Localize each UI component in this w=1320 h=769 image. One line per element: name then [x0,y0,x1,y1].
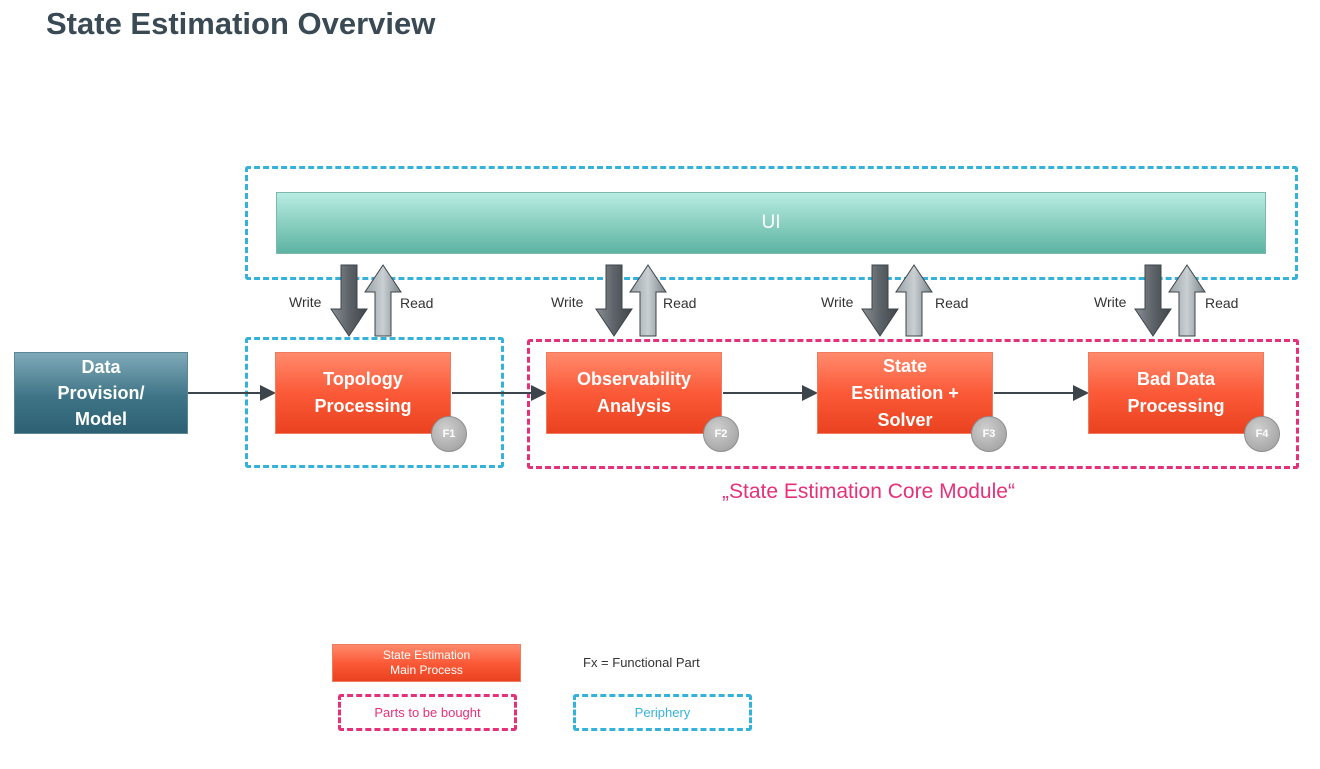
read-arrow-f4 [1168,264,1206,337]
write-label-f4: Write [1094,294,1127,310]
core-module-frame [527,339,1299,469]
write-arrow-f3 [861,264,899,337]
write-arrow-f4 [1134,264,1172,337]
functional-part-badge-f3: F3 [971,416,1007,452]
periphery-frame-topology [245,337,504,468]
process-label: State Estimation + Solver [851,355,959,430]
page-title: State Estimation Overview [46,6,436,41]
legend-functional-part: Fx = Functional Part [583,655,700,670]
write-arrow-f2 [595,264,633,337]
functional-part-badge-f4: F4 [1244,416,1280,452]
legend-main-process-swatch: State Estimation Main Process [332,644,521,682]
data-provision-model-box: Data Provision/ Model [14,352,188,434]
core-module-label: „State Estimation Core Module“ [722,480,1015,503]
write-label-f1: Write [289,294,322,310]
read-arrow-f2 [629,264,667,337]
legend-periphery: Periphery [573,694,752,731]
read-arrow-f3 [895,264,933,337]
functional-part-badge-f1: F1 [431,416,467,452]
legend-parts-to-be-bought: Parts to be bought [338,694,517,731]
read-arrow-f1 [364,264,402,337]
write-label-f3: Write [821,294,854,310]
legend-main-process-label: State Estimation Main Process [382,648,471,677]
functional-part-badge-f2: F2 [703,416,739,452]
write-arrow-f1 [330,264,368,337]
legend-periphery-label: Periphery [634,705,691,720]
process-bad-data-processing: Bad Data Processing [1088,352,1264,434]
process-label: Bad Data Processing [1127,369,1225,416]
ui-bar: UI [276,192,1266,254]
process-label: Observability Analysis [576,369,692,416]
write-label-f2: Write [551,294,584,310]
read-label-f1: Read [400,295,434,311]
process-label: Topology Processing [314,369,412,416]
data-provision-model-label: Data Provision/ Model [57,357,145,429]
periphery-frame-ui [245,166,1298,280]
read-label-f3: Read [935,295,969,311]
read-label-f4: Read [1205,295,1239,311]
read-label-f2: Read [663,295,697,311]
legend-parts-to-be-bought-label: Parts to be bought [374,705,481,720]
process-observability-analysis: Observability Analysis [546,352,722,434]
process-state-estimation-solver: State Estimation + Solver [817,352,993,434]
process-topology-processing: Topology Processing [275,352,451,434]
